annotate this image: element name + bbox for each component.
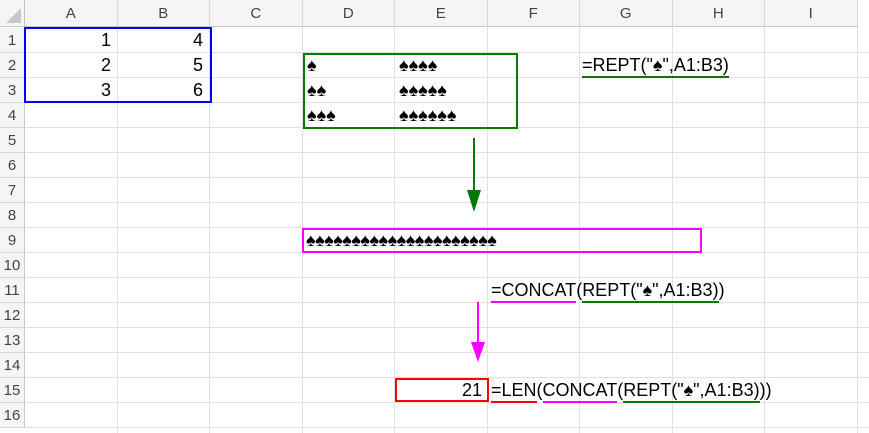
cell-E3[interactable]: ♠♠♠♠♠ — [399, 80, 447, 100]
concat-text: CONCAT — [542, 380, 618, 403]
column-header-I[interactable]: I — [765, 0, 858, 27]
grid-line — [209, 27, 210, 433]
row-header-11[interactable]: 11 — [0, 278, 25, 303]
row-header-1[interactable]: 1 — [0, 28, 25, 53]
column-header-G[interactable]: G — [580, 0, 673, 27]
grid-line — [394, 27, 395, 433]
row-header-5[interactable]: 5 — [0, 128, 25, 153]
rept-formula-text: =REPT("♠",A1:B3) — [582, 55, 729, 78]
rept-text: REPT("♠",A1:B3) — [582, 280, 719, 303]
cell-B1[interactable]: 4 — [192, 30, 203, 50]
concat-text: =CONCAT — [491, 280, 577, 303]
row-header-10[interactable]: 10 — [0, 253, 25, 278]
range-highlight-A1-B3 — [24, 27, 212, 103]
cell-D2[interactable]: ♠ — [307, 55, 317, 75]
grid-line — [25, 302, 869, 303]
column-header-B[interactable]: B — [117, 0, 210, 27]
rept-text: REPT("♠",A1:B3) — [623, 380, 760, 403]
cell-B2[interactable]: 5 — [192, 55, 203, 75]
cell-E2[interactable]: ♠♠♠♠ — [399, 55, 438, 75]
row-header-15[interactable]: 15 — [0, 378, 25, 403]
cell-A1[interactable]: 1 — [100, 30, 111, 50]
row-header-8[interactable]: 8 — [0, 203, 25, 228]
grid-line — [25, 327, 869, 328]
grid-line — [25, 152, 869, 153]
grid-line — [25, 77, 869, 78]
cell-D9[interactable]: ♠♠♠♠♠♠♠♠♠♠♠♠♠♠♠♠♠♠♠♠♠ — [306, 230, 497, 250]
green-arrow-icon — [467, 138, 481, 212]
row-header-12[interactable]: 12 — [0, 303, 25, 328]
column-header-H[interactable]: H — [672, 0, 765, 27]
cell-F15-formula[interactable]: =LEN(CONCAT(REPT("♠",A1:B3))) — [491, 378, 772, 403]
grid-line — [25, 102, 869, 103]
cell-A2[interactable]: 2 — [100, 55, 111, 75]
grid-line — [856, 27, 858, 433]
close-paren-text: ) — [718, 280, 725, 300]
row-header-14[interactable]: 14 — [0, 353, 25, 378]
row-header-4[interactable]: 4 — [0, 103, 25, 128]
grid-line — [25, 52, 869, 53]
column-header-A[interactable]: A — [25, 0, 118, 27]
cell-E4[interactable]: ♠♠♠♠♠♠ — [399, 105, 457, 125]
cell-D3[interactable]: ♠♠ — [307, 80, 327, 100]
row-header-16[interactable]: 16 — [0, 403, 25, 428]
grid-line — [579, 27, 580, 433]
row-header-7[interactable]: 7 — [0, 178, 25, 203]
grid-line — [25, 277, 869, 278]
column-header-D[interactable]: D — [302, 0, 395, 27]
grid-line — [25, 352, 869, 353]
row-header-3[interactable]: 3 — [0, 78, 25, 103]
spill-range-box — [303, 53, 518, 129]
grid-line — [764, 27, 765, 433]
magenta-arrow-icon — [471, 302, 485, 362]
grid-line — [25, 402, 869, 403]
paren-text: ( — [576, 280, 583, 300]
close-paren-text: )) — [759, 380, 772, 400]
grid-line — [671, 27, 673, 433]
grid-line — [25, 377, 869, 378]
row-header-9[interactable]: 9 — [0, 228, 25, 253]
cell-F11-formula[interactable]: =CONCAT(REPT("♠",A1:B3)) — [491, 278, 725, 303]
column-header-F[interactable]: F — [487, 0, 580, 27]
concat-result-box — [302, 228, 702, 253]
len-result-box — [395, 378, 489, 402]
column-header-C[interactable]: C — [210, 0, 303, 27]
paren-text: ( — [536, 380, 543, 400]
cell-D4[interactable]: ♠♠♠ — [307, 105, 336, 125]
grid-line — [25, 177, 869, 178]
cell-A3[interactable]: 3 — [100, 80, 111, 100]
grid-line — [486, 27, 488, 433]
paren-text: ( — [617, 380, 624, 400]
row-header-13[interactable]: 13 — [0, 328, 25, 353]
row-header-6[interactable]: 6 — [0, 153, 25, 178]
grid-line — [25, 227, 869, 228]
column-header-E[interactable]: E — [395, 0, 488, 27]
grid-line — [25, 427, 869, 428]
cell-B3[interactable]: 6 — [192, 80, 203, 100]
len-text: =LEN — [491, 380, 537, 403]
cell-E15[interactable]: 21 — [461, 380, 482, 400]
cell-G2-formula[interactable]: =REPT("♠",A1:B3) — [582, 53, 729, 78]
grid-line — [116, 27, 118, 433]
select-all-corner[interactable] — [0, 0, 25, 27]
row-header-2[interactable]: 2 — [0, 53, 25, 78]
grid-line — [25, 202, 869, 203]
